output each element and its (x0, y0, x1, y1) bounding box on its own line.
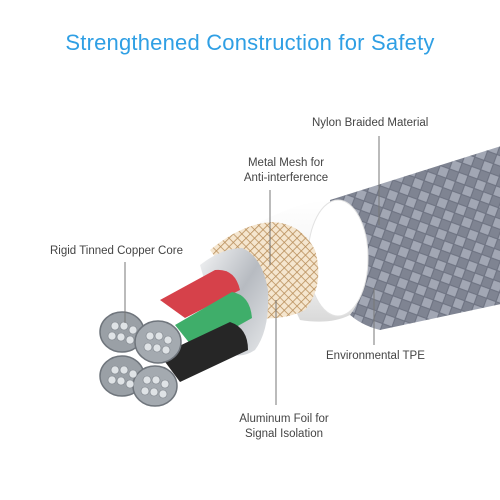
copper-core-group (99, 311, 182, 407)
label-metal-mesh: Metal Mesh for Anti-interference (226, 156, 346, 186)
label-metal-mesh-line2: Anti-interference (243, 172, 329, 184)
green-wire (175, 292, 252, 350)
red-wire (160, 269, 240, 318)
page-title: Strengthened Construction for Safety (65, 30, 435, 55)
copper-core-2 (134, 320, 182, 364)
label-aluminum-foil-line2: Signal Isolation (245, 428, 323, 440)
label-nylon-braided: Nylon Braided Material (312, 117, 429, 129)
tpe-end-face (307, 199, 369, 317)
nylon-braid-jacket (330, 146, 500, 330)
leader-lines (124, 136, 380, 405)
label-tpe: Environmental TPE (326, 350, 425, 362)
label-metal-mesh-line1: Metal Mesh for (247, 157, 325, 169)
label-copper-core: Rigid Tinned Copper Core (50, 245, 183, 257)
copper-core-4 (132, 365, 178, 407)
black-wire (160, 322, 248, 382)
label-aluminum-foil-line1: Aluminum Foil for (239, 413, 329, 425)
label-aluminum-foil: Aluminum Foil for Signal Isolation (232, 412, 336, 442)
metal-mesh-layer (210, 222, 319, 319)
